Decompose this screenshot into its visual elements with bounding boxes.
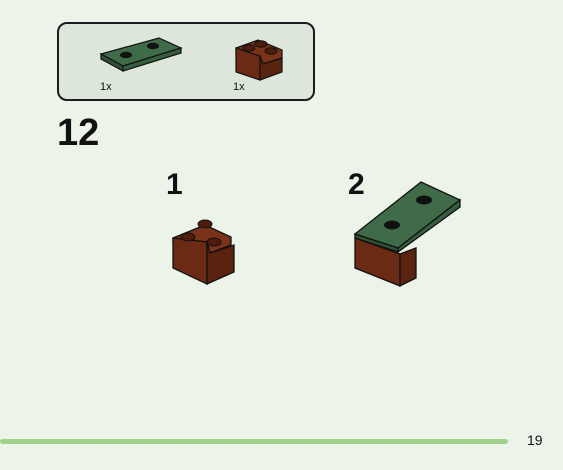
substep-number: 1 [166,168,183,201]
progress-bar [0,439,508,444]
page-number: 19 [527,432,543,448]
green-plate-part-icon [99,37,183,73]
plate-on-brick-illustration [353,181,462,288]
part-quantity: 1x [100,81,112,93]
parts-list-callout: 1x 1x [57,22,315,101]
brown-corner-brick-part-icon [235,39,283,81]
part-quantity: 1x [233,81,245,93]
step-number: 12 [57,112,100,154]
substep-number: 2 [348,168,365,201]
brown-corner-brick-illustration [172,219,235,286]
